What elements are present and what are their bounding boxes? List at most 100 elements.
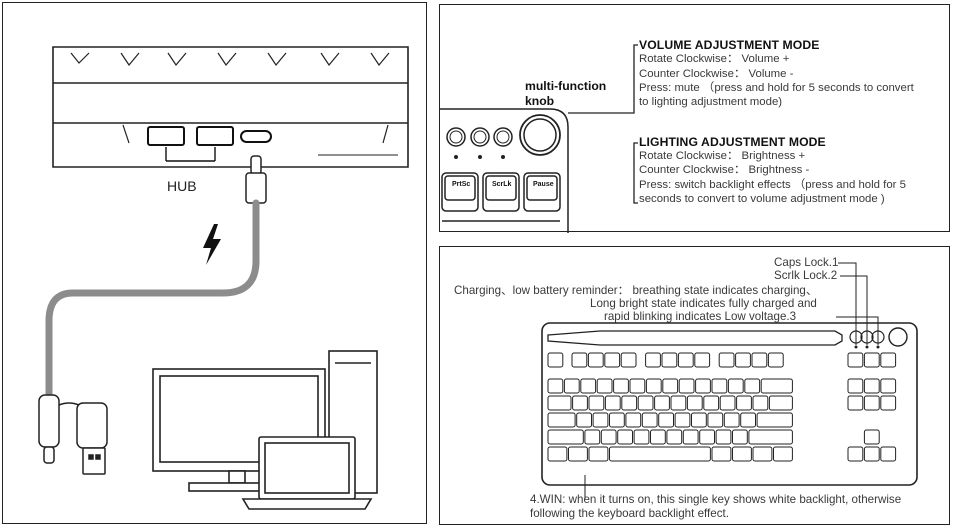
keycap — [658, 412, 674, 428]
charging-annotation-line2: Long bright state indicates fully charge… — [590, 297, 817, 310]
keycap — [732, 429, 748, 445]
keycap — [633, 429, 650, 445]
keycap — [767, 352, 784, 368]
charging-led — [876, 345, 880, 349]
indicator-panel: Caps Lock.1 Scrlk Lock.2 Charging、low ba… — [439, 246, 950, 525]
charging-annotation-line3: rapid blinking indicates Low voltage.3 — [604, 310, 797, 323]
keycap — [773, 446, 793, 462]
keyboard-top-view — [541, 262, 918, 499]
keycap — [547, 412, 576, 428]
mode-button-2 — [470, 127, 490, 147]
keycap — [748, 429, 793, 445]
volume-mode-title: VOLUME ADJUSTMENT MODE — [639, 38, 820, 52]
keycap — [678, 378, 695, 394]
scrlk-lock-annotation: Scrlk Lock.2 — [774, 269, 838, 282]
hub-ports — [147, 126, 272, 146]
keycap — [571, 352, 588, 368]
usb-c-plug — [245, 155, 267, 204]
keycap — [576, 412, 592, 428]
win-annotation-line2: following the keyboard backlight effect. — [530, 507, 729, 520]
scrlk-lock-led — [865, 345, 869, 349]
keycap — [751, 352, 768, 368]
keycap — [707, 412, 724, 428]
keycap — [641, 412, 658, 428]
keycap — [572, 395, 588, 411]
keycap — [637, 395, 654, 411]
keycap — [752, 395, 769, 411]
keycap — [547, 395, 572, 411]
keycap — [547, 446, 568, 462]
keycap — [588, 446, 609, 462]
keycap — [694, 352, 711, 368]
lighting-line-4: seconds to convert to volume adjustment … — [639, 193, 885, 205]
keycap — [604, 395, 621, 411]
dual-usb-plug — [38, 394, 108, 475]
keycap — [661, 352, 678, 368]
keycap — [547, 352, 564, 368]
keycap — [625, 412, 642, 428]
keycap — [703, 395, 720, 411]
keycap — [620, 352, 637, 368]
knob-label: multi-function knob — [525, 79, 606, 109]
function-keys — [441, 172, 561, 222]
multi-function-knob — [519, 114, 561, 156]
keycap — [686, 395, 703, 411]
scrlk-key-label: ScrLk — [492, 181, 512, 188]
keycap — [568, 446, 588, 462]
keycap — [650, 429, 666, 445]
keycap — [863, 395, 880, 411]
keycap — [596, 378, 613, 394]
laptop-icon — [241, 436, 373, 510]
keycap — [604, 352, 621, 368]
lighting-line-2: Counter Clockwise： Brightness - — [639, 164, 810, 176]
keycap — [587, 352, 604, 368]
keycap — [715, 429, 732, 445]
win-annotation-line1: 4.WIN: when it turns on, this single key… — [530, 493, 902, 506]
keycap — [695, 378, 711, 394]
keycap — [674, 412, 691, 428]
keycap — [563, 378, 580, 394]
charging-annotation-line1: Charging、low battery reminder： breathing… — [454, 284, 818, 297]
caps-lock-led — [854, 345, 858, 349]
keycap — [691, 412, 707, 428]
knob-top — [888, 327, 908, 347]
keycap — [584, 429, 601, 445]
keycap — [847, 395, 864, 411]
volume-line-1: Rotate Clockwise： Volume + — [639, 53, 790, 65]
hub-label: HUB — [167, 178, 197, 194]
keycap — [592, 412, 609, 428]
keycap — [740, 412, 757, 428]
keycap — [580, 378, 597, 394]
keycap — [621, 395, 638, 411]
lighting-line-1: Rotate Clockwise： Brightness + — [639, 150, 806, 162]
keycap — [880, 446, 897, 462]
keycap — [744, 378, 761, 394]
keycap — [719, 395, 736, 411]
keycap — [588, 395, 605, 411]
volume-line-4: to lighting adjustment mode) — [639, 96, 783, 108]
knob-keyboard-corner: PrtSc ScrLk Pause — [440, 44, 638, 233]
keycap — [600, 429, 617, 445]
keycap — [847, 352, 864, 368]
keycap — [645, 352, 661, 368]
lighting-mode-title: LIGHTING ADJUSTMENT MODE — [639, 135, 826, 149]
keycap — [617, 429, 633, 445]
keycap — [677, 352, 694, 368]
volume-line-3: Press: mute （press and hold for 5 second… — [639, 82, 914, 94]
keycap — [670, 395, 687, 411]
mode-brackets — [568, 44, 638, 204]
knob-label-line2: knob — [525, 94, 555, 108]
keycap — [735, 352, 751, 368]
keycap — [609, 446, 711, 462]
keycap — [732, 446, 752, 462]
keycap — [756, 412, 793, 428]
mode-button-1 — [446, 127, 466, 147]
keycap — [880, 395, 897, 411]
keycap — [863, 378, 880, 394]
keycap — [629, 378, 646, 394]
keycap — [752, 446, 773, 462]
connection-illustration — [38, 46, 409, 510]
keycap — [711, 446, 732, 462]
mode-button-3 — [493, 127, 513, 147]
keycap — [662, 378, 679, 394]
